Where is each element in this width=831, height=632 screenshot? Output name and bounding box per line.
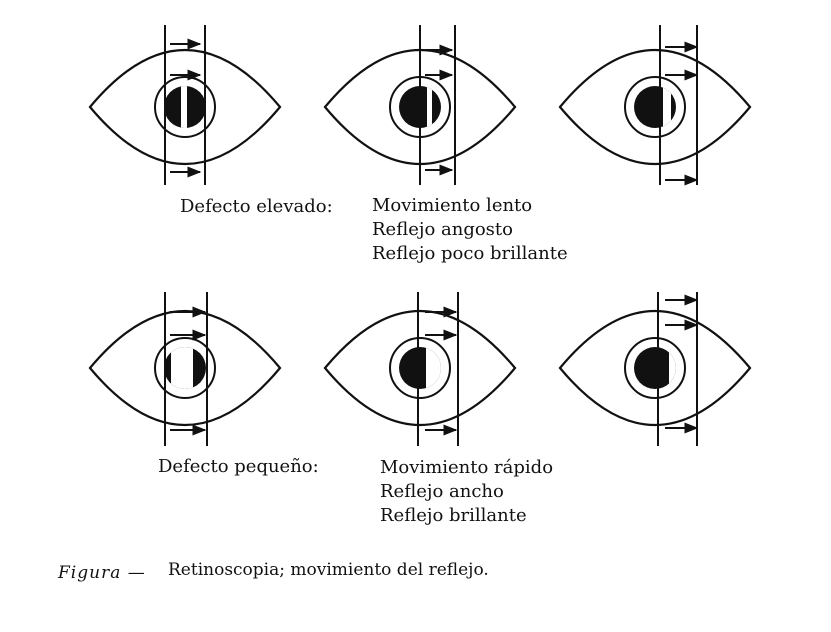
defect-small-label: Defecto pequeño: bbox=[158, 456, 319, 477]
figure-label: Figura — bbox=[58, 563, 146, 583]
small-description-3: Reflejo brillante bbox=[380, 505, 527, 526]
iris-ring bbox=[624, 337, 686, 399]
elevated-description-1: Movimiento lento bbox=[372, 195, 533, 216]
eye-outline bbox=[558, 310, 752, 426]
light-reflex bbox=[171, 347, 193, 389]
defect-elevated-label: Defecto elevado: bbox=[180, 196, 333, 217]
pupil bbox=[634, 347, 676, 389]
light-reflex bbox=[663, 86, 671, 128]
light-reflex bbox=[427, 86, 432, 128]
light-reflex bbox=[181, 86, 187, 128]
eye-outline bbox=[88, 49, 282, 165]
eye-outline bbox=[88, 310, 282, 426]
iris-ring bbox=[624, 76, 686, 138]
iris-ring bbox=[154, 337, 216, 399]
eye-figure-2 bbox=[323, 25, 517, 185]
iris-ring bbox=[389, 337, 451, 399]
light-reflex bbox=[669, 347, 676, 389]
eye-figure-5 bbox=[323, 292, 517, 446]
light-reflex bbox=[426, 347, 441, 389]
eye-outline bbox=[323, 49, 517, 165]
figure-caption: Retinoscopia; movimiento del reflejo. bbox=[168, 560, 489, 580]
eye-figure-3 bbox=[558, 25, 752, 186]
eye-figure-6 bbox=[558, 292, 752, 446]
eye-figure-1 bbox=[88, 25, 282, 185]
iris-ring bbox=[154, 76, 216, 138]
small-description-2: Reflejo ancho bbox=[380, 481, 504, 502]
elevated-description-3: Reflejo poco brillante bbox=[372, 243, 568, 264]
eye-figure-4 bbox=[88, 292, 282, 446]
elevated-description-2: Reflejo angosto bbox=[372, 219, 513, 240]
eye-outline bbox=[323, 310, 517, 426]
eye-outline bbox=[558, 49, 752, 165]
small-description-1: Movimiento rápido bbox=[380, 457, 554, 478]
